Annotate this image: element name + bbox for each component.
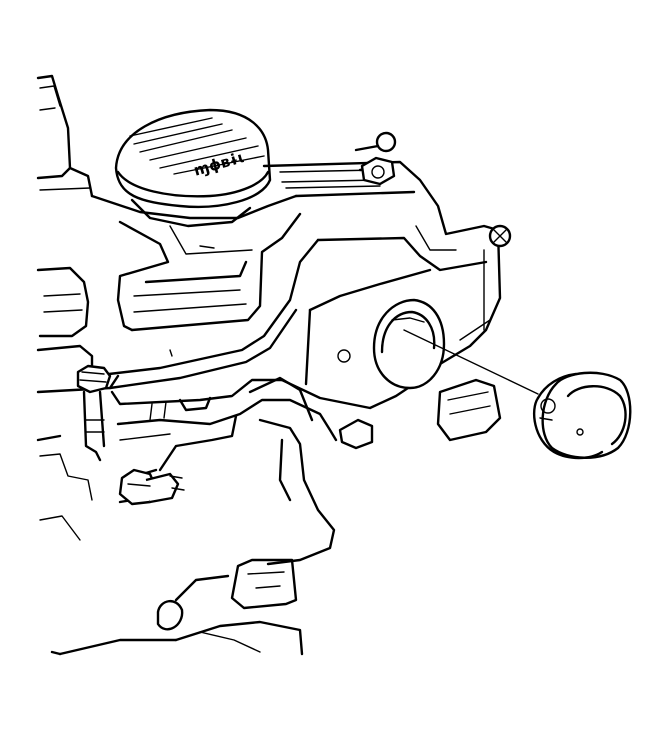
left-bolt — [76, 364, 112, 462]
valve-cover — [90, 194, 320, 390]
camshaft-bore — [372, 298, 446, 390]
camshaft-plug — [532, 371, 632, 460]
temperature-sensor — [118, 468, 185, 506]
oil-filler-cap: ɱɸʙɨɩ — [114, 108, 272, 228]
leader-line — [403, 329, 539, 395]
sensor-connector — [338, 378, 502, 450]
left-lower-contour — [39, 453, 93, 656]
timing-cover — [262, 131, 512, 410]
